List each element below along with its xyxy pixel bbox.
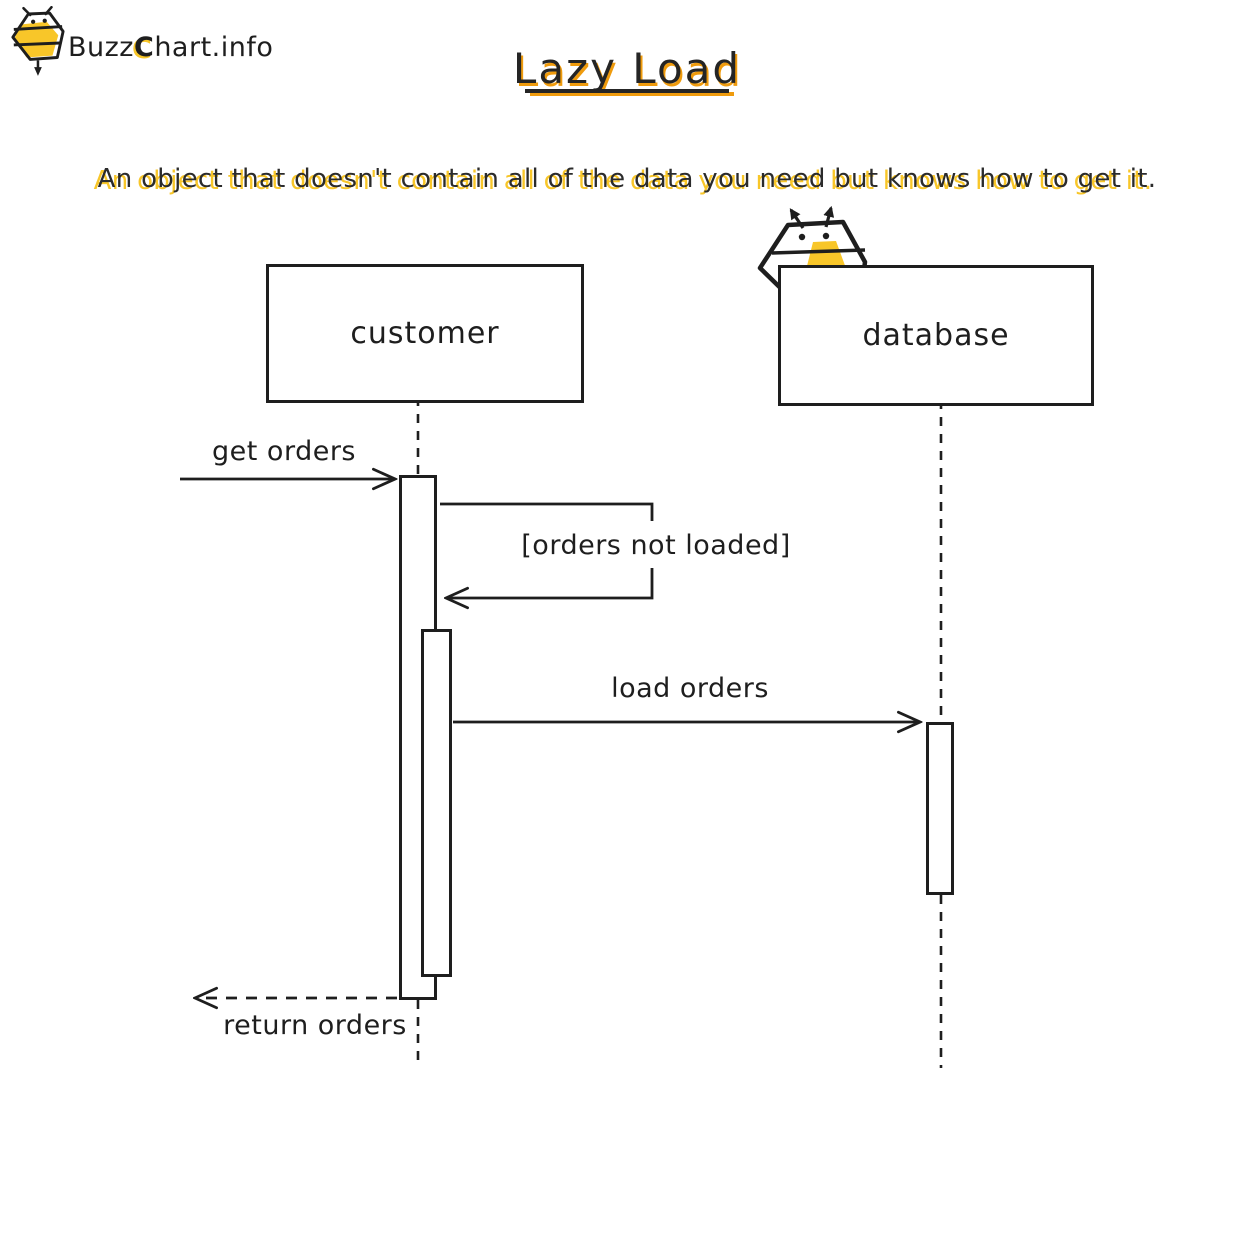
arrow-self-call-return <box>447 568 654 598</box>
actor-database: database <box>778 265 1094 406</box>
logo-text-pre: Buzz <box>68 31 134 63</box>
arrow-self-call-out <box>440 502 654 521</box>
message-label-orders-not-loaded: [orders not loaded] <box>521 530 791 561</box>
logo-text-accent: C <box>133 31 155 63</box>
customer-nested-activation-bar <box>421 629 452 977</box>
database-activation-bar <box>926 722 954 895</box>
page-title: Lazy Load <box>512 44 742 93</box>
pattern-description: An object that doesn't contain all of th… <box>97 164 1157 194</box>
actor-customer-label: customer <box>350 316 500 351</box>
logo-text-post: hart.info <box>154 31 274 63</box>
message-label-load-orders: load orders <box>611 673 769 704</box>
actor-customer: customer <box>266 264 584 403</box>
message-label-get-orders: get orders <box>212 436 356 467</box>
logo-text: BuzzChart.info <box>68 32 273 63</box>
message-label-return-orders: return orders <box>223 1010 407 1041</box>
actor-database-label: database <box>862 318 1010 353</box>
bee-icon <box>11 6 65 76</box>
title-underline <box>525 89 729 93</box>
buzzchart-logo[interactable]: BuzzChart.info <box>8 6 273 80</box>
